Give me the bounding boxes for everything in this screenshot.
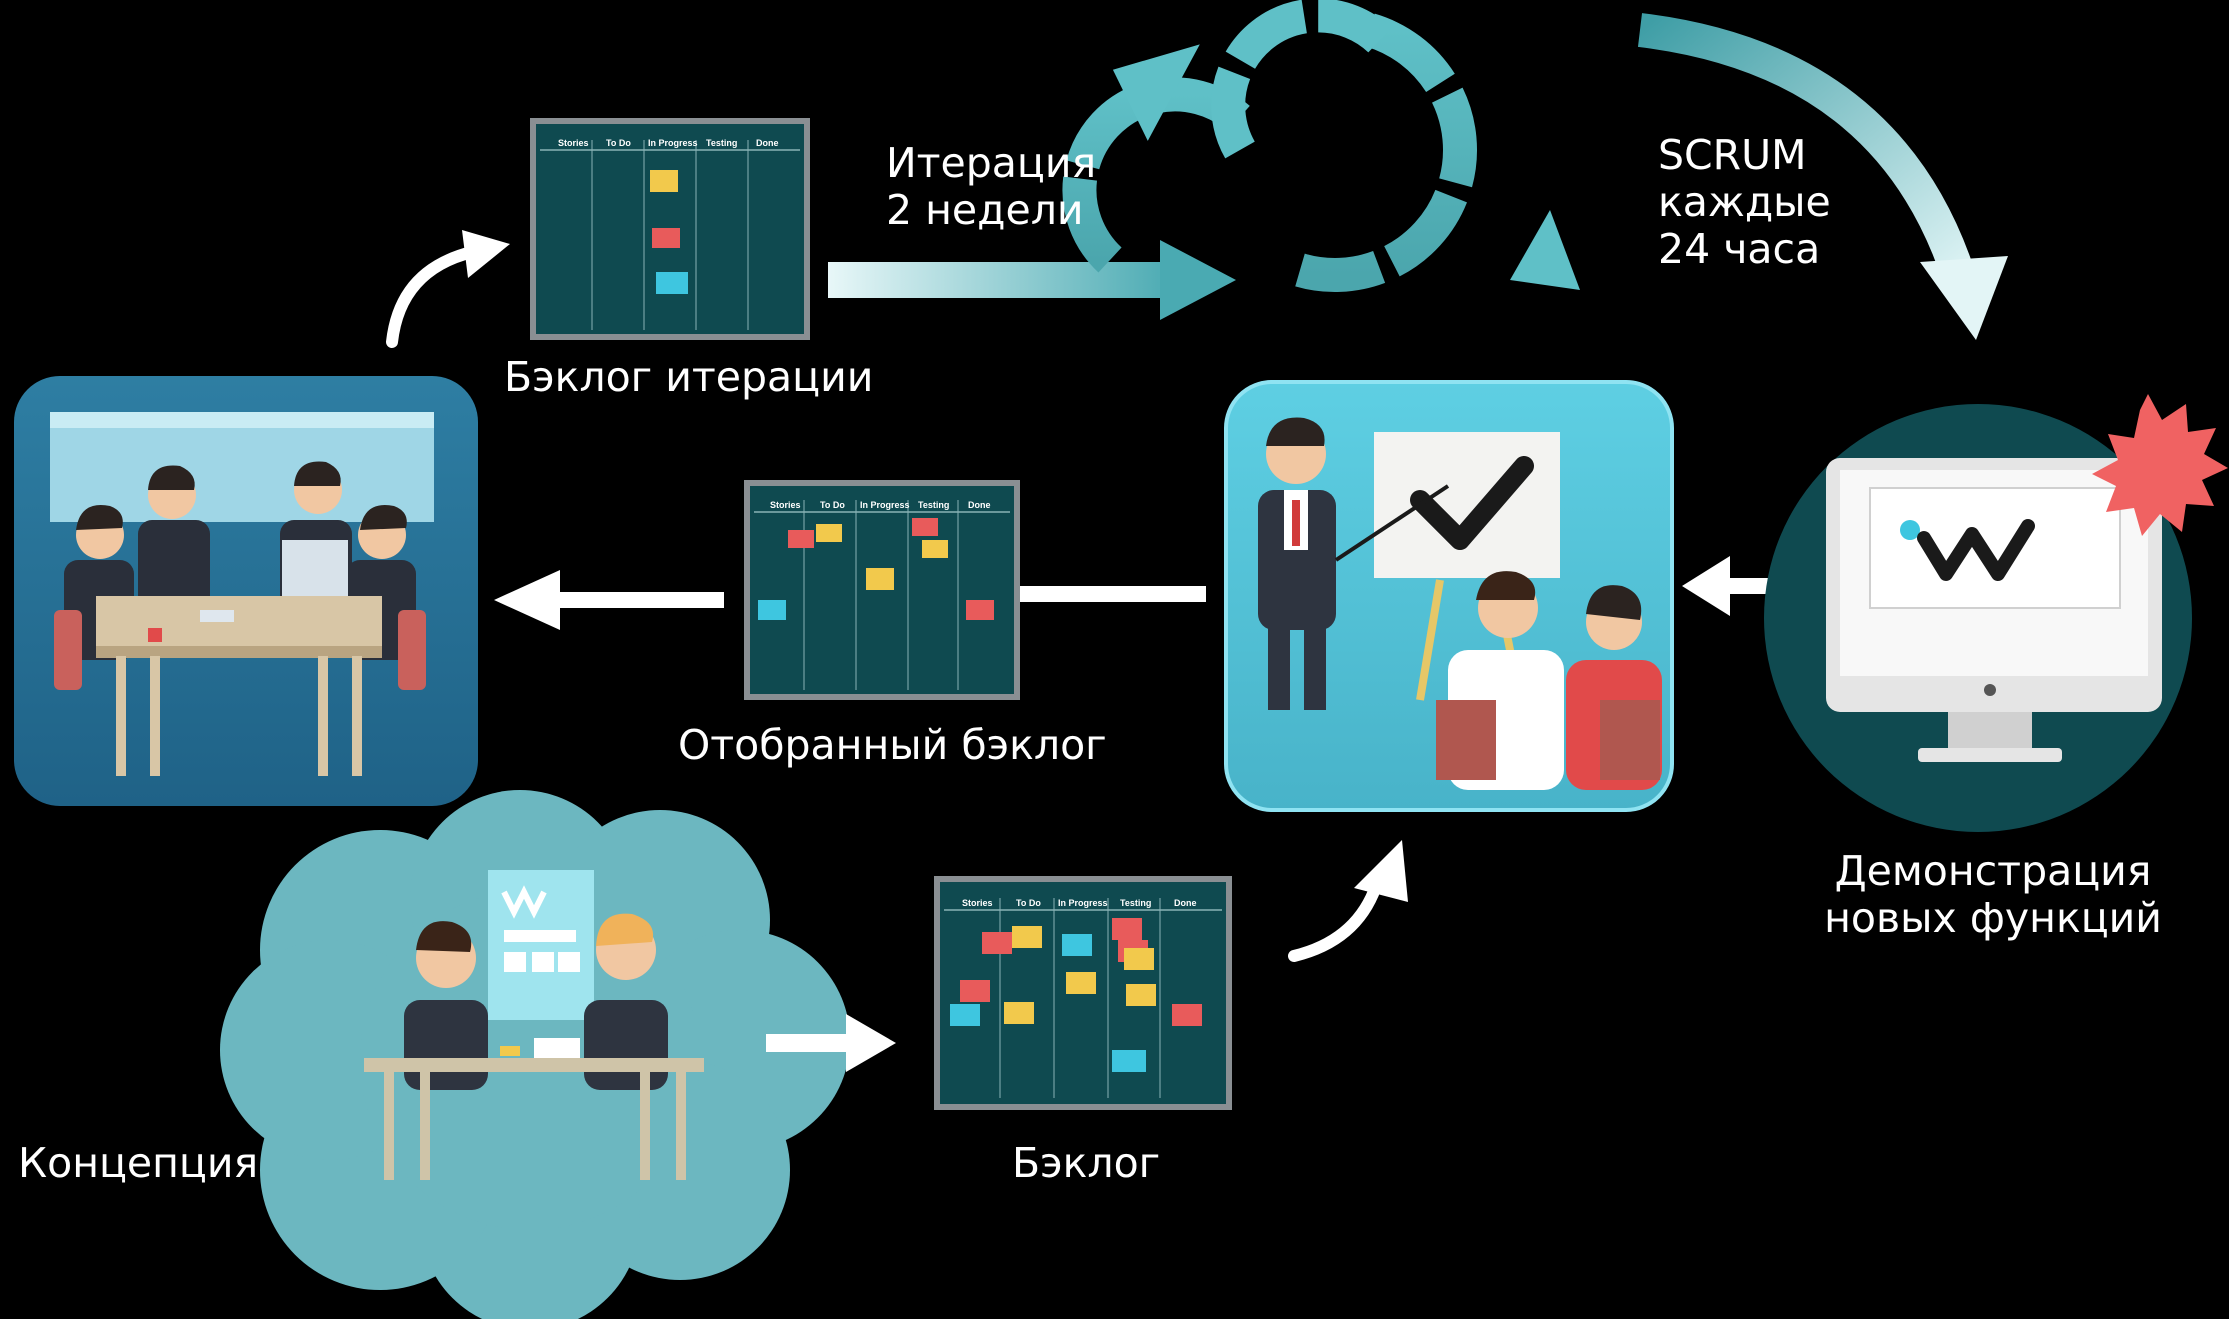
board-column-header: Testing [1120, 898, 1151, 908]
iteration-backlog-board [530, 118, 810, 340]
selected-backlog-board [744, 480, 1020, 700]
board-column-header: Done [968, 500, 991, 510]
arrow-to-team [494, 570, 1206, 630]
demo-label-line2: новых функций [1824, 894, 2162, 942]
arrow-to-backlog [766, 1014, 896, 1072]
curved-arrow-up [386, 246, 478, 348]
board-column-header: Stories [962, 898, 993, 908]
iteration-backlog-label: Бэклог итерации [504, 353, 874, 401]
backlog-label: Бэклог [1012, 1139, 1161, 1187]
board-column-header: In Progress [648, 138, 698, 148]
scrum-label-line1: SCRUM [1658, 131, 1807, 179]
board-column-header: Testing [706, 138, 737, 148]
scrum-label-line2: каждые [1658, 178, 1831, 226]
scrum-label-line3: 24 часа [1658, 225, 1821, 273]
check-mark-icon [1410, 456, 1534, 550]
curved-arrow-to-demo [1637, 13, 2008, 340]
scrum-label: SCRUM каждые 24 часа [1658, 132, 1831, 273]
board-column-header: Stories [770, 500, 801, 510]
team-meeting-illustration [14, 376, 478, 806]
board-column-header: Done [756, 138, 779, 148]
board-column-header: Stories [558, 138, 589, 148]
board-column-header: Testing [918, 500, 949, 510]
demo-label-line1: Демонстрация [1834, 847, 2152, 895]
board-column-header: To Do [1016, 898, 1041, 908]
scrum-loop-icon [1062, 0, 1580, 292]
board-column-header: In Progress [860, 500, 910, 510]
backlog-board [934, 876, 1232, 1110]
iteration-label-line2: 2 недели [886, 186, 1084, 234]
concept-cloud-illustration [220, 790, 850, 1319]
iteration-label: Итерация 2 недели [886, 140, 1096, 234]
demo-label: Демонстрация новых функций [1820, 848, 2166, 942]
selected-backlog-label: Отобранный бэклог [678, 721, 1107, 769]
board-column-header: In Progress [1058, 898, 1108, 908]
demo-presentation-illustration [1224, 380, 1674, 812]
monitor-icon [1764, 394, 2228, 832]
logo-icon [1917, 519, 2035, 581]
new-badge-burst [2092, 394, 2228, 536]
iteration-label-line1: Итерация [886, 139, 1097, 187]
board-column-header: Done [1174, 898, 1197, 908]
board-column-header: To Do [606, 138, 631, 148]
iteration-arrow [828, 240, 1236, 320]
concept-label: Концепция [18, 1139, 259, 1187]
board-column-header: To Do [820, 500, 845, 510]
